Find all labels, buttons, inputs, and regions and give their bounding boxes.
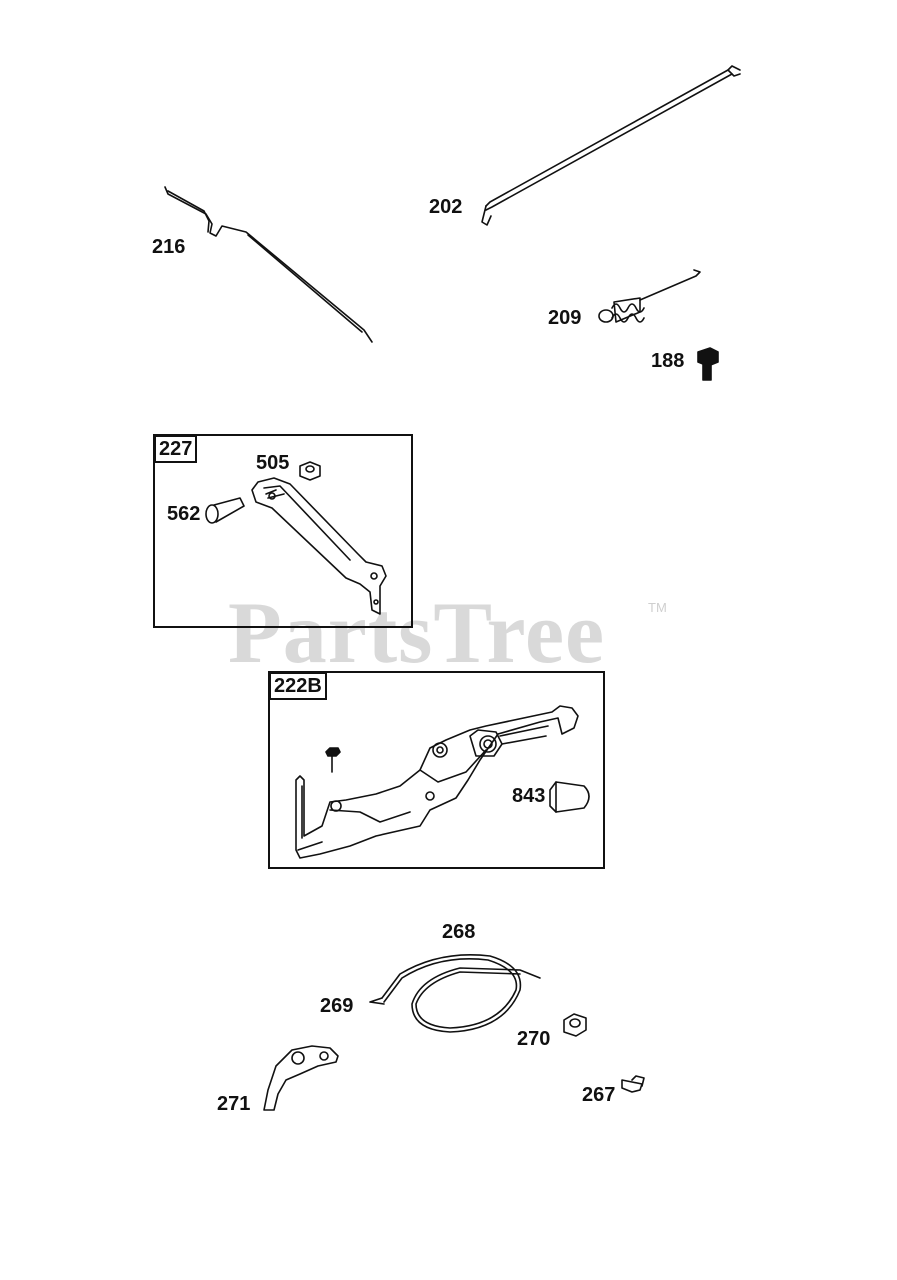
callout-188[interactable]: 188 [651, 350, 685, 372]
part-270-nut[interactable] [563, 1013, 587, 1037]
callout-270[interactable]: 270 [517, 1028, 551, 1050]
callout-267[interactable]: 267 [582, 1084, 616, 1106]
callout-216[interactable]: 216 [152, 236, 186, 258]
group-label-222b: 222B [269, 672, 327, 700]
part-562-pin[interactable] [205, 497, 245, 524]
part-843-pad[interactable] [549, 781, 590, 813]
part-202-rod[interactable] [481, 65, 741, 226]
part-227-lever[interactable] [251, 477, 387, 615]
group-label-227: 227 [154, 435, 198, 463]
part-505-nut[interactable] [299, 461, 321, 481]
callout-271[interactable]: 271 [217, 1093, 251, 1115]
part-216-rod[interactable] [164, 186, 373, 343]
callout-843[interactable]: 843 [512, 785, 546, 807]
callout-562[interactable]: 562 [167, 503, 201, 525]
part-209-spring[interactable] [598, 269, 701, 323]
trademark-mark: TM [648, 600, 667, 615]
callout-505[interactable]: 505 [256, 452, 290, 474]
part-271-clamp[interactable] [263, 1045, 339, 1111]
callout-209[interactable]: 209 [548, 307, 582, 329]
callout-268[interactable]: 268 [442, 921, 476, 943]
part-267-screw[interactable] [621, 1075, 645, 1093]
part-222b-bracket[interactable] [295, 705, 579, 859]
group-box-222b [268, 671, 605, 869]
part-188-bolt[interactable] [697, 347, 719, 381]
group-box-227 [153, 434, 413, 628]
callout-269[interactable]: 269 [320, 995, 354, 1017]
watermark-logo: PartsTree [228, 585, 606, 682]
callout-202[interactable]: 202 [429, 196, 463, 218]
part-268-cable[interactable] [369, 954, 541, 1033]
